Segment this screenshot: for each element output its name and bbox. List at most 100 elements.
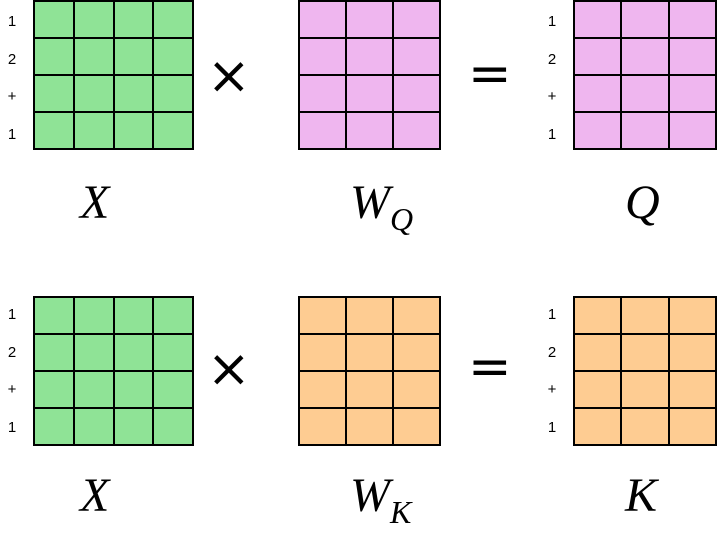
matrix-cell <box>668 75 716 112</box>
label-x-text: X <box>80 176 110 229</box>
matrix-cell <box>299 334 346 371</box>
matrix-q <box>573 0 717 150</box>
matrix-cell <box>574 1 622 38</box>
matrix-x <box>33 296 194 446</box>
matrix-cell <box>393 408 440 445</box>
matrix-cell <box>113 297 154 334</box>
matrix-cell <box>393 75 440 112</box>
row-label: 2 <box>7 50 17 68</box>
matrix-cell <box>621 297 669 334</box>
row-label: + <box>7 381 17 399</box>
row-label: 2 <box>7 343 17 361</box>
matrix-cell <box>621 1 669 38</box>
row-labels-right: 1 2 + 1 <box>542 3 562 153</box>
matrix-cell <box>668 371 716 408</box>
equation-query: 1 2 + 1 × = 1 2 + 1 X WQ Q <box>0 0 720 250</box>
matrix-cell <box>73 371 114 408</box>
matrix-cell <box>153 297 193 334</box>
matrix-cell <box>393 38 440 75</box>
matrix-cell <box>73 334 114 371</box>
matrix-cell <box>299 1 346 38</box>
row-labels-left: 1 2 + 1 <box>2 3 22 153</box>
matrix-k <box>573 296 717 446</box>
row-label: 1 <box>547 125 557 143</box>
matrix-cell <box>621 371 669 408</box>
label-q: Q <box>625 175 660 231</box>
matrix-cell <box>34 334 74 371</box>
matrix-cell <box>621 75 669 112</box>
matrix-cell <box>299 75 346 112</box>
matrix-cell <box>621 38 669 75</box>
matrix-cell <box>113 112 154 149</box>
matrix-cell <box>34 408 74 445</box>
equals-sign: = <box>468 337 512 397</box>
matrix-cell <box>73 297 114 334</box>
row-label: 1 <box>547 13 557 31</box>
matrix-cell <box>346 408 393 445</box>
matrix-cell <box>574 371 622 408</box>
matrix-cell <box>113 75 154 112</box>
matrix-cell <box>153 408 193 445</box>
label-w-subscript: Q <box>389 201 414 237</box>
row-label: 2 <box>547 343 557 361</box>
label-w-q: WQ <box>350 175 414 237</box>
matrix-cell <box>346 38 393 75</box>
label-k: K <box>625 468 657 524</box>
matrix-cell <box>153 75 193 112</box>
multiply-sign: × <box>207 46 251 106</box>
matrix-cell <box>393 297 440 334</box>
matrix-cell <box>346 112 393 149</box>
matrix-cell <box>668 1 716 38</box>
matrix-cell <box>34 371 74 408</box>
label-x-text: X <box>80 469 110 522</box>
matrix-cell <box>393 1 440 38</box>
matrix-cell <box>574 75 622 112</box>
label-w-text: W <box>350 469 390 522</box>
matrix-cell <box>34 297 74 334</box>
multiply-sign: × <box>207 339 251 399</box>
matrix-cell <box>393 112 440 149</box>
matrix-cell <box>668 112 716 149</box>
matrix-cell <box>346 75 393 112</box>
matrix-cell <box>113 408 154 445</box>
matrix-cell <box>668 334 716 371</box>
matrix-cell <box>574 408 622 445</box>
matrix-cell <box>393 334 440 371</box>
matrix-cell <box>346 371 393 408</box>
matrix-x <box>33 0 194 150</box>
matrix-cell <box>574 38 622 75</box>
matrix-cell <box>34 38 74 75</box>
row-label: + <box>547 381 557 399</box>
row-labels-right: 1 2 + 1 <box>542 296 562 446</box>
label-x: X <box>80 175 109 231</box>
equation-key: 1 2 + 1 × = 1 2 + 1 X WK K <box>0 293 720 543</box>
label-w-subscript: K <box>389 494 412 530</box>
row-label: 2 <box>547 50 557 68</box>
matrix-cell <box>299 408 346 445</box>
matrix-cell <box>346 1 393 38</box>
matrix-cell <box>34 1 74 38</box>
matrix-w-k <box>298 296 441 446</box>
matrix-cell <box>668 408 716 445</box>
row-labels-left: 1 2 + 1 <box>2 296 22 446</box>
matrix-cell <box>153 371 193 408</box>
label-x: X <box>80 468 109 524</box>
matrix-cell <box>574 297 622 334</box>
matrix-cell <box>393 371 440 408</box>
label-q-text: Q <box>625 176 660 229</box>
row-label: 1 <box>7 13 17 31</box>
matrix-cell <box>113 334 154 371</box>
matrix-cell <box>346 297 393 334</box>
matrix-cell <box>153 334 193 371</box>
label-w-k: WK <box>350 468 412 530</box>
row-label: 1 <box>547 306 557 324</box>
equals-sign: = <box>468 44 512 104</box>
row-label: 1 <box>547 418 557 436</box>
matrix-cell <box>668 297 716 334</box>
matrix-cell <box>299 112 346 149</box>
matrix-cell <box>113 38 154 75</box>
matrix-cell <box>73 38 114 75</box>
matrix-cell <box>668 38 716 75</box>
matrix-cell <box>621 334 669 371</box>
matrix-cell <box>153 1 193 38</box>
